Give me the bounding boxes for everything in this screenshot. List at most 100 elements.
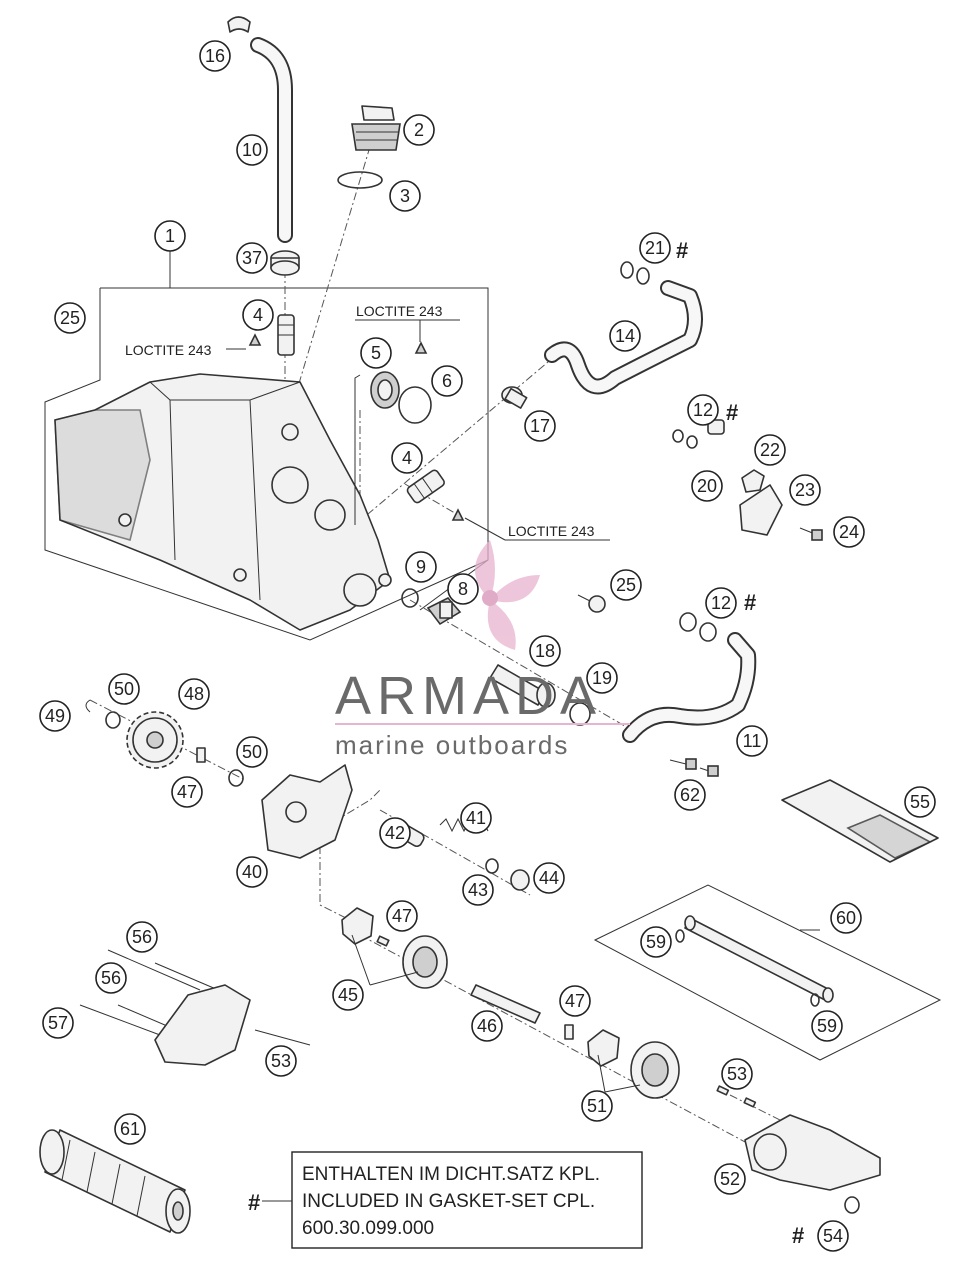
pin-53b-1 (716, 1085, 730, 1096)
callout-43: 43 (462, 874, 494, 906)
svg-text:50: 50 (242, 742, 262, 762)
rotor-inner-51 (587, 1029, 620, 1067)
clamp-37 (270, 250, 300, 276)
screen-55 (781, 779, 939, 863)
svg-text:37: 37 (242, 248, 262, 268)
rotor-outer-45 (402, 935, 448, 989)
callout-24: 24 (833, 516, 865, 548)
o-ring-3 (337, 171, 383, 189)
o-ring-12b-2 (699, 622, 717, 642)
svg-text:2: 2 (414, 120, 424, 140)
group-outlines (44, 248, 942, 1061)
rotor-outer-51 (630, 1041, 680, 1099)
screw-24 (799, 527, 823, 541)
svg-text:14: 14 (615, 326, 635, 346)
svg-text:6: 6 (442, 371, 452, 391)
pin-47c (564, 1024, 574, 1040)
oil-filter-61 (39, 1129, 191, 1234)
callout-20: 20 (691, 470, 723, 502)
callout-4-mid: 4 (391, 442, 423, 474)
pin-53b-2 (743, 1097, 757, 1108)
callout-42: 42 (379, 817, 411, 849)
svg-text:1: 1 (165, 226, 175, 246)
callout-10: 10 (236, 134, 268, 166)
callout-60: 60 (830, 902, 862, 934)
svg-text:56: 56 (132, 927, 152, 947)
pin-47b (376, 935, 390, 947)
legend-line-en: INCLUDED IN GASKET-SET CPL. (302, 1191, 595, 1212)
svg-text:50: 50 (114, 679, 134, 699)
callout-4-top: 4 (242, 299, 274, 331)
callout-25-mid: 25 (610, 569, 642, 601)
callout-47-bottom: 47 (559, 985, 591, 1017)
o-ring-54 (844, 1196, 860, 1214)
callout-47-top: 47 (171, 776, 203, 808)
svg-text:43: 43 (468, 880, 488, 900)
svg-text:47: 47 (177, 782, 197, 802)
circlip-49 (85, 699, 91, 713)
svg-text:18: 18 (535, 641, 555, 661)
watermark: ARMADA marine outboards (335, 540, 630, 760)
callout-40: 40 (236, 856, 268, 888)
nipple-4-lower (406, 469, 445, 504)
callout-3: 3 (389, 180, 421, 212)
shaft-kit-frame (593, 884, 942, 1061)
svg-text:40: 40 (242, 862, 262, 882)
callout-50-top: 50 (108, 673, 140, 705)
svg-text:53: 53 (271, 1051, 291, 1071)
svg-text:57: 57 (48, 1013, 68, 1033)
callout-57: 57 (42, 1007, 74, 1039)
callout-52: 52 (714, 1163, 746, 1195)
svg-text:17: 17 (530, 416, 550, 436)
leader-51b (597, 1054, 606, 1093)
washer-50b (228, 769, 244, 787)
pump-housing-52-bore (753, 1133, 787, 1171)
callout-48: 48 (178, 678, 210, 710)
svg-text:44: 44 (539, 868, 559, 888)
note-loctite-1: LOCTITE 243 (125, 342, 212, 358)
legend-box: # ENTHALTEN IM DICHT.SATZ KPL. INCLUDED … (248, 1151, 643, 1249)
callout-16: 16 (199, 40, 231, 72)
callout-18: 18 (529, 635, 561, 667)
svg-text:48: 48 (184, 684, 204, 704)
svg-text:4: 4 (253, 305, 263, 325)
svg-text:22: 22 (760, 440, 780, 460)
callout-53-right: 53 (721, 1058, 753, 1090)
note-loctite-3: LOCTITE 243 (508, 523, 595, 539)
svg-text:3: 3 (400, 186, 410, 206)
axis-hose-11 (409, 599, 641, 736)
callout-5: 5 (360, 337, 392, 369)
svg-text:51: 51 (587, 1096, 607, 1116)
bracket-5 (354, 374, 361, 525)
callout-21: 21 (639, 232, 671, 264)
callout-9: 9 (405, 551, 437, 583)
loctite-drop-3 (451, 508, 465, 521)
svg-text:5: 5 (371, 343, 381, 363)
callout-56-top: 56 (126, 921, 158, 953)
callout-1: 1 (154, 220, 186, 252)
callout-59-right: 59 (811, 1010, 843, 1042)
legend-part-number: 600.30.099.000 (302, 1218, 434, 1239)
callout-6: 6 (431, 365, 463, 397)
svg-text:12: 12 (711, 593, 731, 613)
bushing-20 (707, 419, 725, 435)
circlip-44 (510, 869, 530, 891)
callout-layer: 16 2 10 3 1 37 21 25 4 14 5 6 17 12 22 2… (39, 40, 936, 1252)
washer-22 (741, 469, 765, 493)
washer-43 (485, 858, 499, 874)
svg-text:49: 49 (45, 706, 65, 726)
clamp-17 (501, 386, 528, 409)
leader-loctite-3 (464, 517, 506, 541)
svg-text:53: 53 (727, 1064, 747, 1084)
svg-text:41: 41 (466, 808, 486, 828)
hash-12b: # (744, 590, 756, 615)
pump-cover-plate (154, 984, 251, 1066)
callout-41: 41 (460, 802, 492, 834)
screw-25b (577, 594, 606, 613)
pins-53a (254, 1029, 311, 1046)
callout-56-bottom: 56 (95, 962, 127, 994)
svg-text:54: 54 (823, 1226, 843, 1246)
hash-54: # (792, 1223, 804, 1248)
svg-text:62: 62 (680, 785, 700, 805)
